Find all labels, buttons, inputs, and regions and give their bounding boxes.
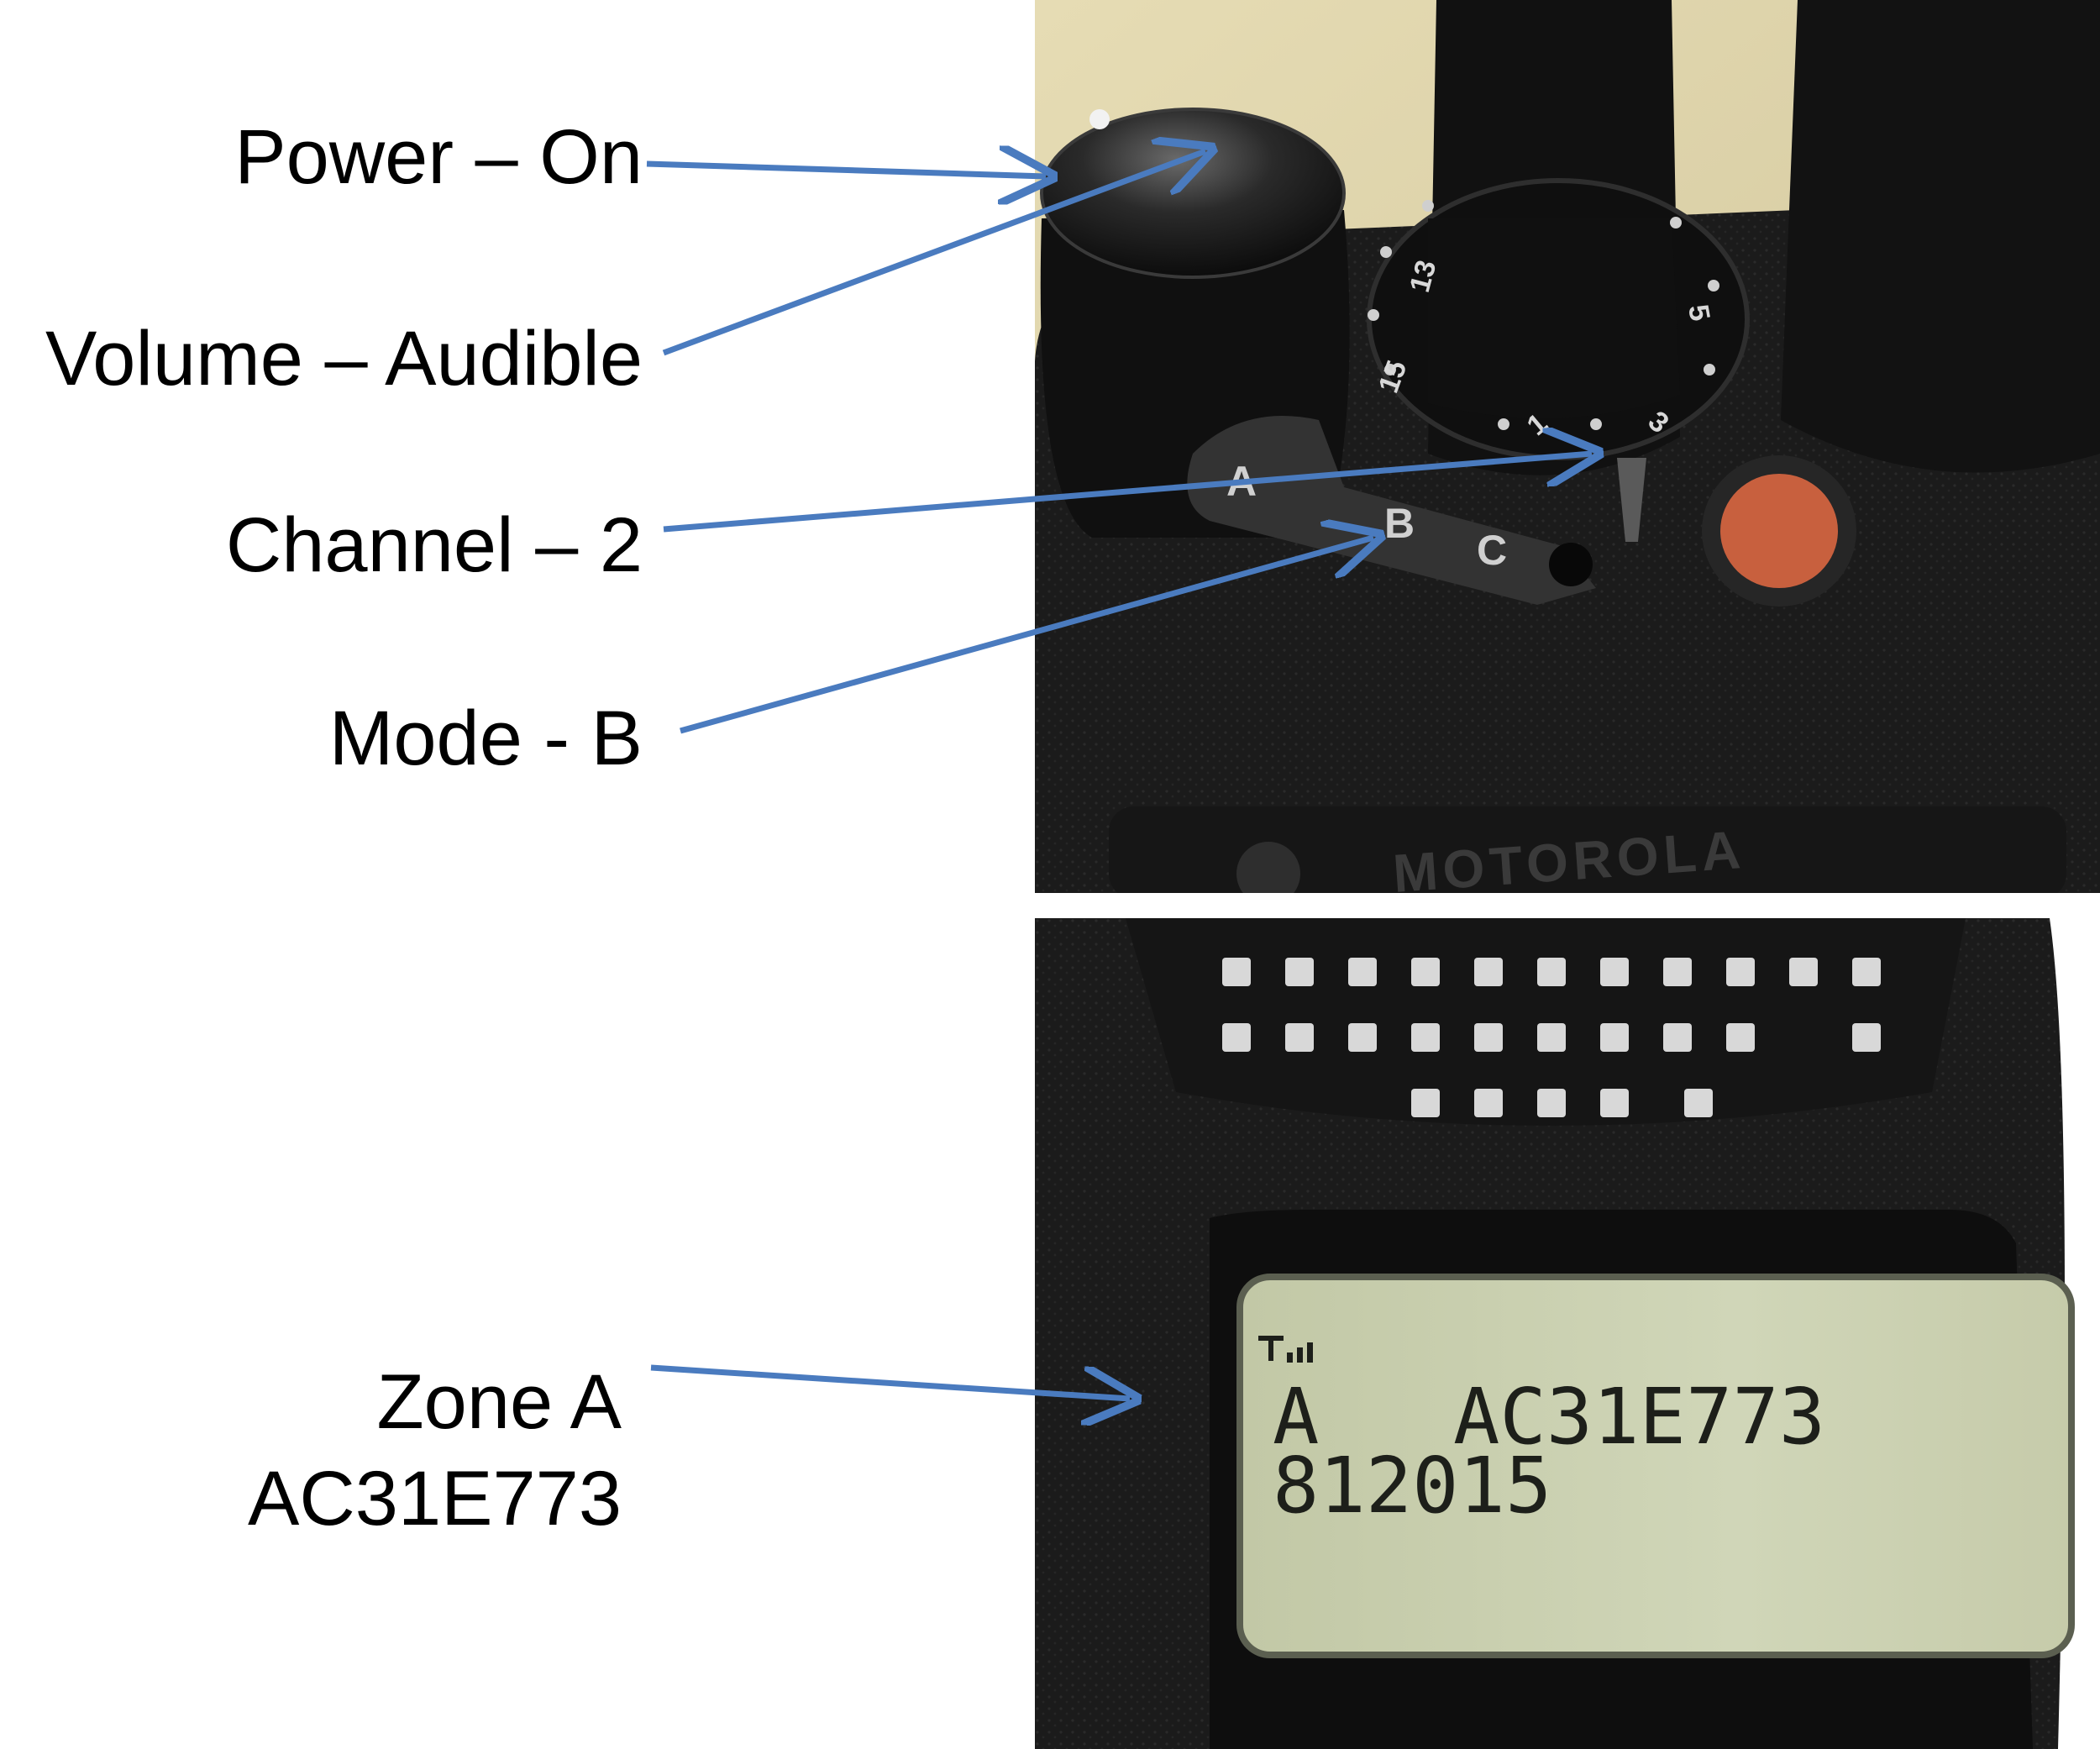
top-photo: 13 5 15 1 3 A B C MOTOROLA [1035,0,2100,906]
speaker-hole [1600,958,1629,986]
speaker-holes [1222,958,1881,1117]
right-antenna [1781,0,2100,473]
speaker-hole [1537,958,1566,986]
speaker-hole [1852,958,1881,986]
signal-strength-icon [1258,1336,1313,1363]
photo-separator [1035,893,2100,918]
speaker-hole [1411,1023,1440,1052]
speaker-hole [1663,958,1692,986]
speaker-hole [1411,958,1440,986]
arrow-mode [680,538,1373,734]
label-channel: Channel – 2 [226,502,643,588]
mode-letter-b: B [1384,500,1415,547]
bottom-photo: A AC31E773 812015 [1035,918,2100,1749]
speaker-hole [1411,1089,1440,1117]
label-zone-line2: AC31E773 [248,1456,622,1542]
label-volume: Volume – Audible [45,316,643,402]
speaker-hole [1789,958,1818,986]
brand-logo [1236,842,1300,906]
speaker-hole [1600,1089,1629,1117]
arrow-channel [663,454,1592,533]
mode-letter-c: C [1477,527,1507,574]
arrow-power [646,164,1046,176]
callout-labels: Power – On Volume – Audible Channel – 2 … [45,114,643,1542]
speaker-hole [1663,1023,1692,1052]
mode-selector-plate[interactable] [1187,416,1596,605]
emergency-button[interactable] [1720,474,1838,588]
lcd-channel-name: AC31E773 [1453,1372,1825,1462]
channel-dial-dots [1368,200,1719,430]
channel-pointer [1617,458,1646,542]
lcd-screen [1236,1274,2075,1658]
speaker-hole [1600,1023,1629,1052]
speaker-hole [1474,1089,1503,1117]
speaker-hole [1684,1089,1713,1117]
speaker-hole [1285,1023,1314,1052]
speaker-hole [1285,958,1314,986]
speaker-grille [1126,918,1966,1126]
speaker-hole [1222,1023,1251,1052]
mode-indicator-hole [1549,543,1593,586]
label-zone-line1: Zone A [376,1359,622,1445]
speaker-hole [1222,958,1251,986]
speaker-hole [1348,1023,1377,1052]
arrow-zone [650,1364,1130,1399]
lcd-second-line: 812015 [1273,1441,1551,1531]
callout-arrows [646,151,1592,1399]
speaker-hole [1474,1023,1503,1052]
knob-indicator-dot [1089,109,1110,129]
speaker-hole [1726,958,1755,986]
speaker-hole [1348,958,1377,986]
speaker-hole [1852,1023,1881,1052]
speaker-hole [1537,1023,1566,1052]
lcd-zone-letter: A [1273,1372,1319,1462]
speaker-hole [1726,1023,1755,1052]
arrow-volume [662,151,1205,356]
channel-knob-shaft [1428,218,1680,418]
brand-strip [1109,806,2066,899]
label-mode: Mode - B [329,696,643,781]
speaker-hole [1537,1089,1566,1117]
speaker-hole [1474,958,1503,986]
label-power: Power – On [234,114,643,200]
